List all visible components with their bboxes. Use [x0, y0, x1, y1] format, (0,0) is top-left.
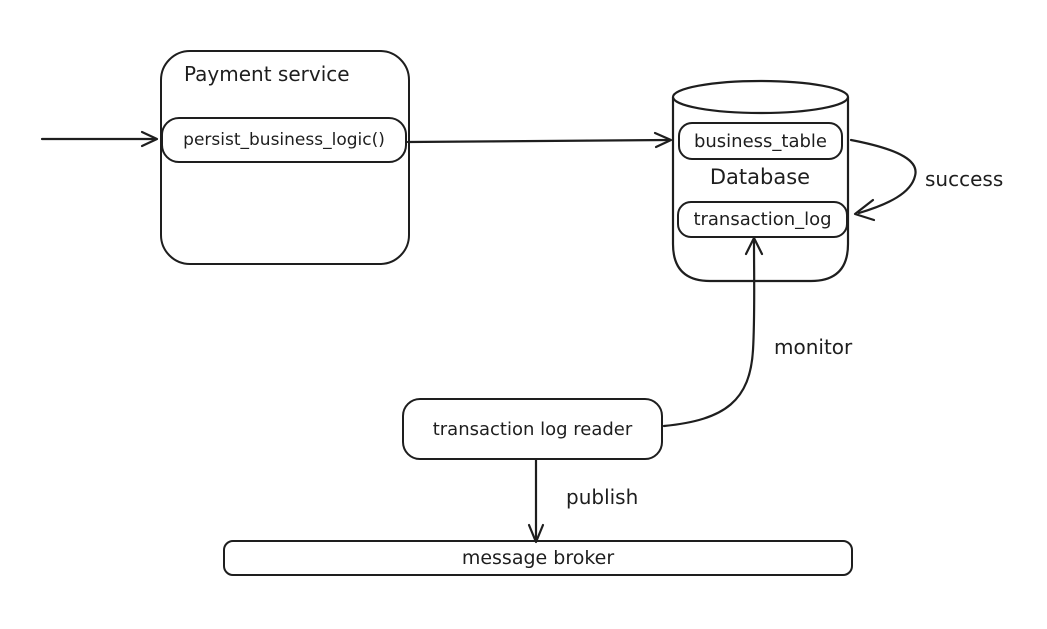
node-transaction-log[interactable]: transaction_log: [677, 201, 848, 238]
arrow-persist-to-business-table[interactable]: [406, 131, 673, 149]
edge-label-publish[interactable]: publish: [566, 485, 639, 509]
edge-label-success[interactable]: success: [925, 167, 1004, 191]
arrow-monitor[interactable]: [662, 236, 764, 428]
arrow-external-to-persist[interactable]: [40, 130, 159, 148]
arrow-success[interactable]: [849, 138, 917, 222]
node-payment-service[interactable]: [160, 50, 410, 265]
node-business-table[interactable]: business_table: [678, 122, 843, 160]
payment-service-label: Payment service: [184, 62, 350, 86]
edge-label-monitor[interactable]: monitor: [774, 335, 853, 359]
node-transaction-log-reader[interactable]: transaction log reader: [402, 398, 663, 460]
database-cylinder-shape[interactable]: [671, 79, 850, 283]
arrow-publish[interactable]: [527, 458, 545, 544]
node-message-broker[interactable]: message broker: [223, 540, 853, 576]
node-persist-business-logic[interactable]: persist_business_logic(): [161, 117, 407, 163]
database-label: Database: [709, 165, 811, 189]
